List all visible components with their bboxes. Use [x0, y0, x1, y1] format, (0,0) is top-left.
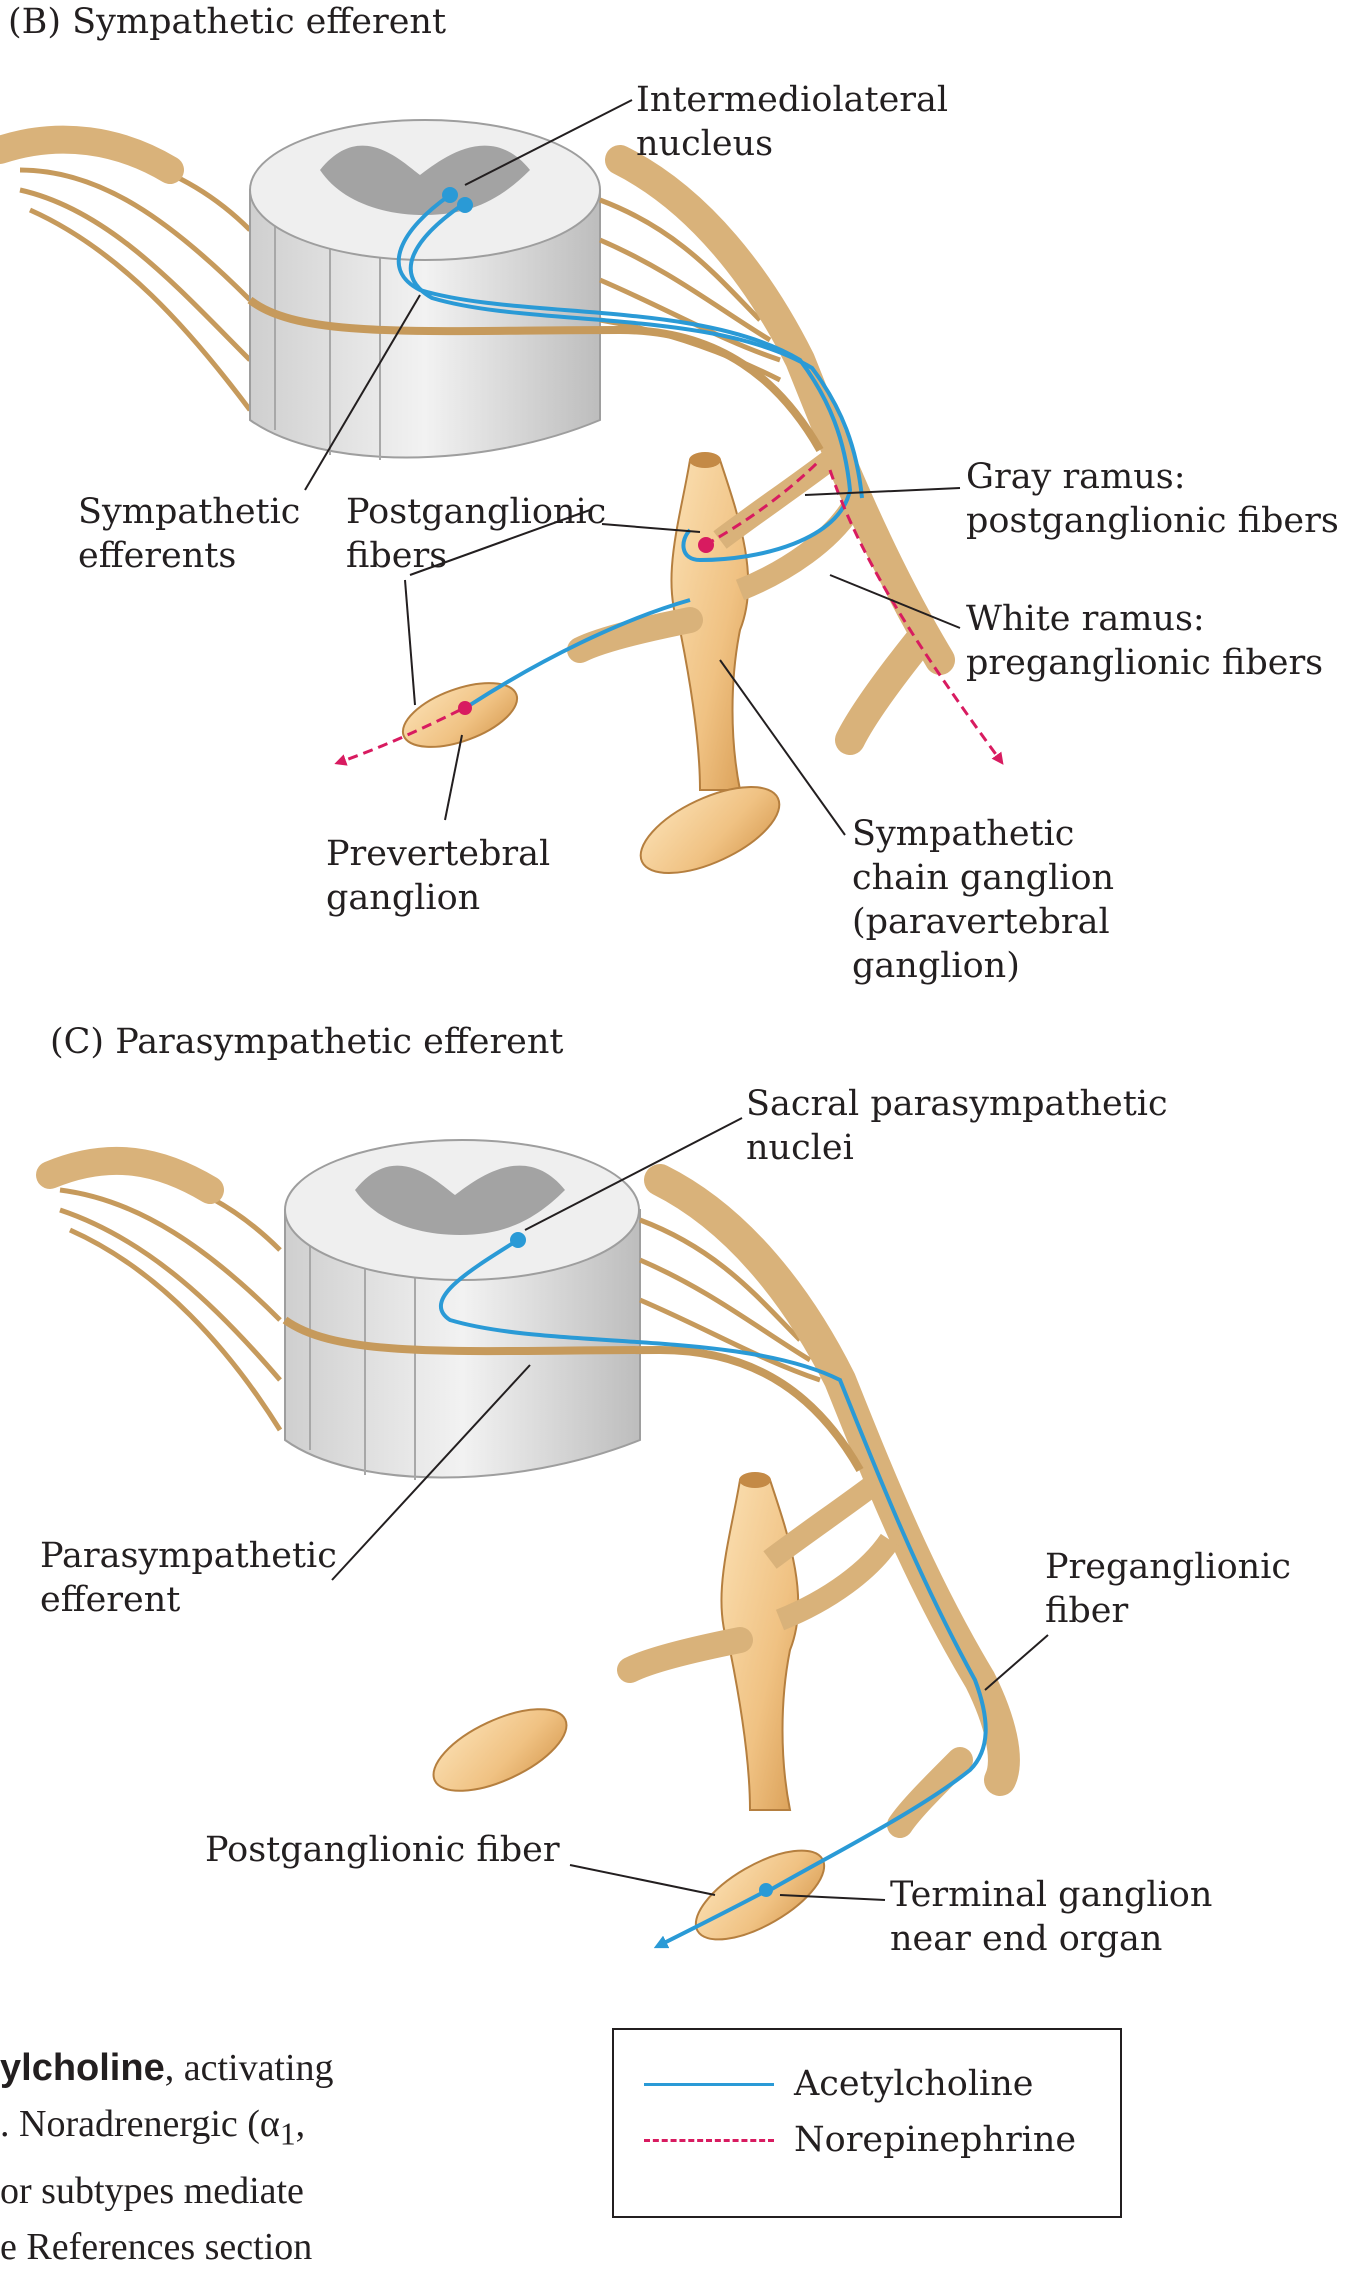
label-intermediolateral-nucleus: Intermediolateral nucleus [636, 80, 949, 164]
label-sympathetic-efferents: Sympathetic efferents [78, 492, 301, 576]
legend-row-norepinephrine: Norepinephrine [644, 2118, 1076, 2162]
legend-row-acetylcholine: Acetylcholine [644, 2062, 1033, 2106]
dorsal-rootlets-left-c [49, 1165, 283, 1432]
label-sacral-parasympathetic-nuclei: Sacral parasympathetic nuclei [746, 1084, 1168, 1168]
panel-b-title: (B) Sympathetic efferent [8, 2, 447, 42]
body-line-2-sub: 1 [279, 2116, 296, 2152]
sacral-parasympathetic-neuron [510, 1232, 526, 1248]
body-line-2-text: . Noradrenergic (α [0, 2103, 280, 2145]
body-line-2-end: , [295, 2103, 306, 2145]
norepinephrine-fibers-b [334, 458, 1004, 766]
intermediolateral-neuron-2 [457, 197, 473, 213]
body-line-3: or subtypes mediate [0, 2169, 304, 2212]
prevertebral-ganglion [401, 682, 519, 748]
chain-branch-c [617, 1627, 753, 1683]
label-terminal-ganglion: Terminal ganglion near end organ [890, 1875, 1213, 1959]
leader-lines-c [331, 1117, 1049, 1901]
acetylcholine-fibers-c [439, 1238, 988, 1949]
body-bold-term: ylcholine [0, 2047, 165, 2089]
lower-ganglion-b [639, 786, 781, 874]
rootlets-left-front [247, 296, 824, 452]
legend-acetylcholine-swatch [644, 2082, 774, 2086]
spinal-nerve-branch-b [835, 625, 935, 755]
sympathetic-panel-art [0, 99, 1004, 874]
label-prevertebral-ganglion: Prevertebral ganglion [326, 834, 551, 918]
legend-norepinephrine-label: Norepinephrine [794, 2120, 1077, 2160]
label-white-ramus: White ramus: preganglionic fibers [966, 599, 1324, 683]
intermediolateral-neuron-1 [442, 187, 458, 203]
acetylcholine-fibers-b [396, 193, 864, 707]
left-nerve-trunk [0, 125, 184, 184]
body-text-fragment: ylcholine, activating . Noradrenergic (α… [0, 2040, 430, 2275]
rootlets-left-front-c [282, 1316, 864, 1472]
label-gray-ramus: Gray ramus: postganglionic fibers [966, 457, 1339, 541]
dorsal-rootlets-left [9, 145, 252, 412]
body-line-1: ylcholine, activating [0, 2040, 430, 2096]
legend-norepinephrine-swatch [644, 2138, 774, 2142]
rami-c-2 [775, 1533, 900, 1631]
spinal-nerve-branch-c [887, 1747, 973, 1838]
parasympathetic-panel-art [36, 1117, 1049, 1949]
left-nerve-trunk-c [36, 1146, 224, 1204]
terminal-ganglion-neuron [759, 1883, 773, 1897]
lower-ganglion-c [432, 1708, 568, 1792]
white-ramus [735, 503, 860, 601]
body-line-1-rest: , activating [164, 2047, 334, 2089]
spinal-nerve-c [644, 1164, 1020, 1796]
label-parasympathetic-efferent: Parasympathetic efferent [40, 1536, 337, 1620]
ventral-rootlets-right-c [639, 1217, 821, 1383]
leader-lines-b [304, 99, 961, 836]
spinal-cord-segment-b [249, 119, 601, 460]
chain-ganglion-neuron [698, 537, 714, 553]
prevertebral-neuron [458, 701, 472, 715]
efferent-pathways-artwork [0, 99, 1049, 1949]
panel-c-title: (C) Parasympathetic efferent [50, 1022, 564, 1062]
chain-branch-to-prevertebral [567, 607, 703, 663]
legend-acetylcholine-label: Acetylcholine [794, 2064, 1034, 2104]
label-preganglionic-fiber: Preganglionic fiber [1045, 1547, 1292, 1631]
body-line-2: . Noradrenergic (α1, [0, 2096, 430, 2163]
label-postganglionic-fiber: Postganglionic fiber [205, 1830, 560, 1870]
label-postganglionic-fibers: Postganglionic fibers [346, 492, 607, 576]
label-sympathetic-chain-ganglion: Sympathetic chain ganglion (paravertebra… [852, 814, 1115, 986]
legend: Acetylcholine Norepinephrine [612, 2028, 1122, 2218]
rami-c-1 [763, 1471, 887, 1569]
body-line-4: e References section [0, 2225, 313, 2268]
spinal-cord-segment-c [284, 1139, 641, 1480]
